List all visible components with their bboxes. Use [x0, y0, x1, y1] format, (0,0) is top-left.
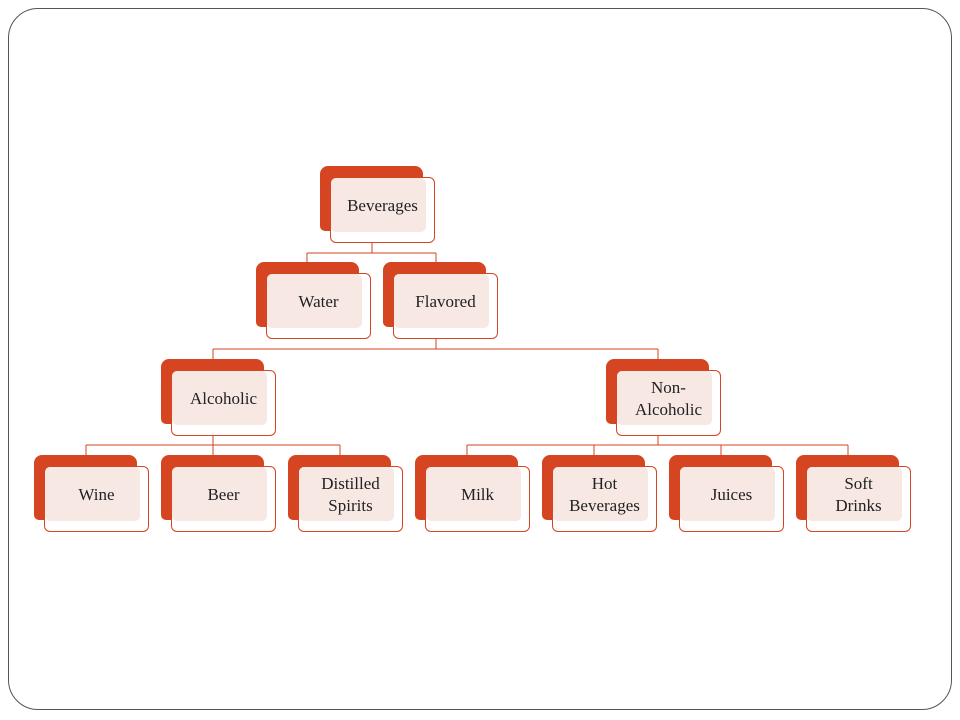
node-label-juices: Juices	[710, 485, 753, 504]
node-card: Beverages	[330, 177, 435, 243]
node-card: Hot Beverages	[552, 466, 657, 532]
node-label-wine: Wine	[78, 485, 115, 504]
node-label-non-alcoholic: Non- Alcoholic	[634, 378, 703, 419]
node-card: Juices	[679, 466, 784, 532]
node-card: Alcoholic	[171, 370, 276, 436]
node-label-milk: Milk	[460, 485, 495, 504]
node-card: Beer	[171, 466, 276, 532]
node-card: Soft Drinks	[806, 466, 911, 532]
node-card: Wine	[44, 466, 149, 532]
node-card: Distilled Spirits	[298, 466, 403, 532]
node-card: Non- Alcoholic	[616, 370, 721, 436]
node-label-distilled-spirits: Distilled Spirits	[321, 474, 380, 515]
node-label-beer: Beer	[207, 485, 240, 504]
node-card: Milk	[425, 466, 530, 532]
node-label-alcoholic: Alcoholic	[189, 389, 258, 408]
node-card: Water	[266, 273, 371, 339]
node-label-soft-drinks: Soft Drinks	[835, 474, 882, 515]
node-label-flavored: Flavored	[415, 292, 476, 311]
node-label-beverages: Beverages	[347, 196, 418, 215]
node-card: Flavored	[393, 273, 498, 339]
node-label-hot-beverages: Hot Beverages	[569, 474, 640, 515]
node-label-water: Water	[298, 292, 339, 311]
